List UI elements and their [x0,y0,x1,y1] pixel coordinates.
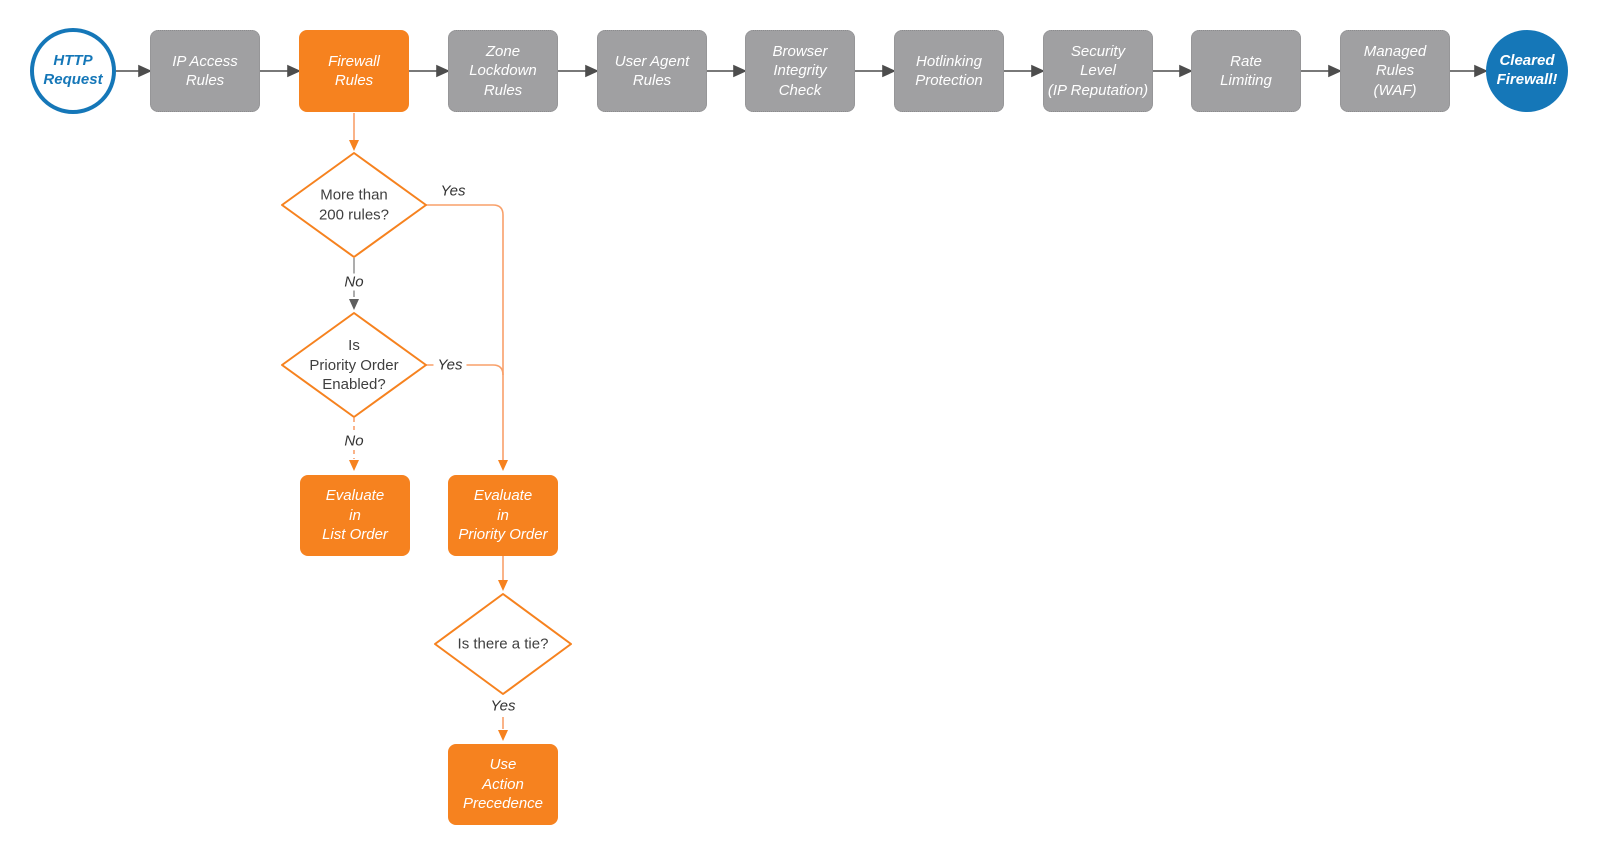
stage-managed-rules-waf: Managed Rules (WAF) [1340,30,1450,112]
action-evaluate-in-priority-order: Evaluate in Priority Order [448,475,558,556]
stage-firewall-rules: Firewall Rules [299,30,409,112]
arrowhead-priority-box [498,460,508,471]
edge-d2-yes [426,364,504,376]
tree-connectors [349,113,508,741]
arrowhead-d2 [349,299,359,310]
decision-priority-order-enabled-label: Is Priority Order Enabled? [309,336,399,393]
stage-browser-integrity-check: Browser Integrity Check [745,30,855,112]
stage-user-agent-rules: User Agent Rules [597,30,707,112]
edge-label-d2-no: No [340,432,368,450]
arrowhead-d3 [498,580,508,591]
stage-zone-lockdown-rules: Zone Lockdown Rules [448,30,558,112]
start-node-http-request: HTTP Request [30,28,116,114]
arrowhead-precedence-box [498,730,508,741]
edge-d1-yes [426,204,504,460]
edge-label-d2-yes: Yes [433,356,467,374]
action-use-action-precedence: Use Action Precedence [448,744,558,825]
diamond-priority-order-enabled [281,312,427,418]
edge-label-d1-no: No [340,273,368,291]
action-evaluate-in-list-order: Evaluate in List Order [300,475,410,556]
arrowhead-list-box [349,460,359,471]
diamond-more-than-200-rules [281,152,427,258]
edge-label-d3-yes: Yes [486,697,520,715]
end-node-cleared-firewall: Cleared Firewall! [1486,30,1568,112]
diamond-is-there-a-tie [434,593,572,695]
stage-security-level: Security Level (IP Reputation) [1043,30,1153,112]
edge-label-d1-yes: Yes [436,182,470,200]
stage-rate-limiting: Rate Limiting [1191,30,1301,112]
arrowhead-d1 [349,140,359,151]
decision-diamonds [281,152,572,695]
decision-more-than-200-rules-label: More than 200 rules? [318,186,390,224]
stage-hotlinking-protection: Hotlinking Protection [894,30,1004,112]
stage-ip-access-rules: IP Access Rules [150,30,260,112]
stage-arrows [116,64,1488,78]
decision-is-there-a-tie-label: Is there a tie? [457,635,549,653]
